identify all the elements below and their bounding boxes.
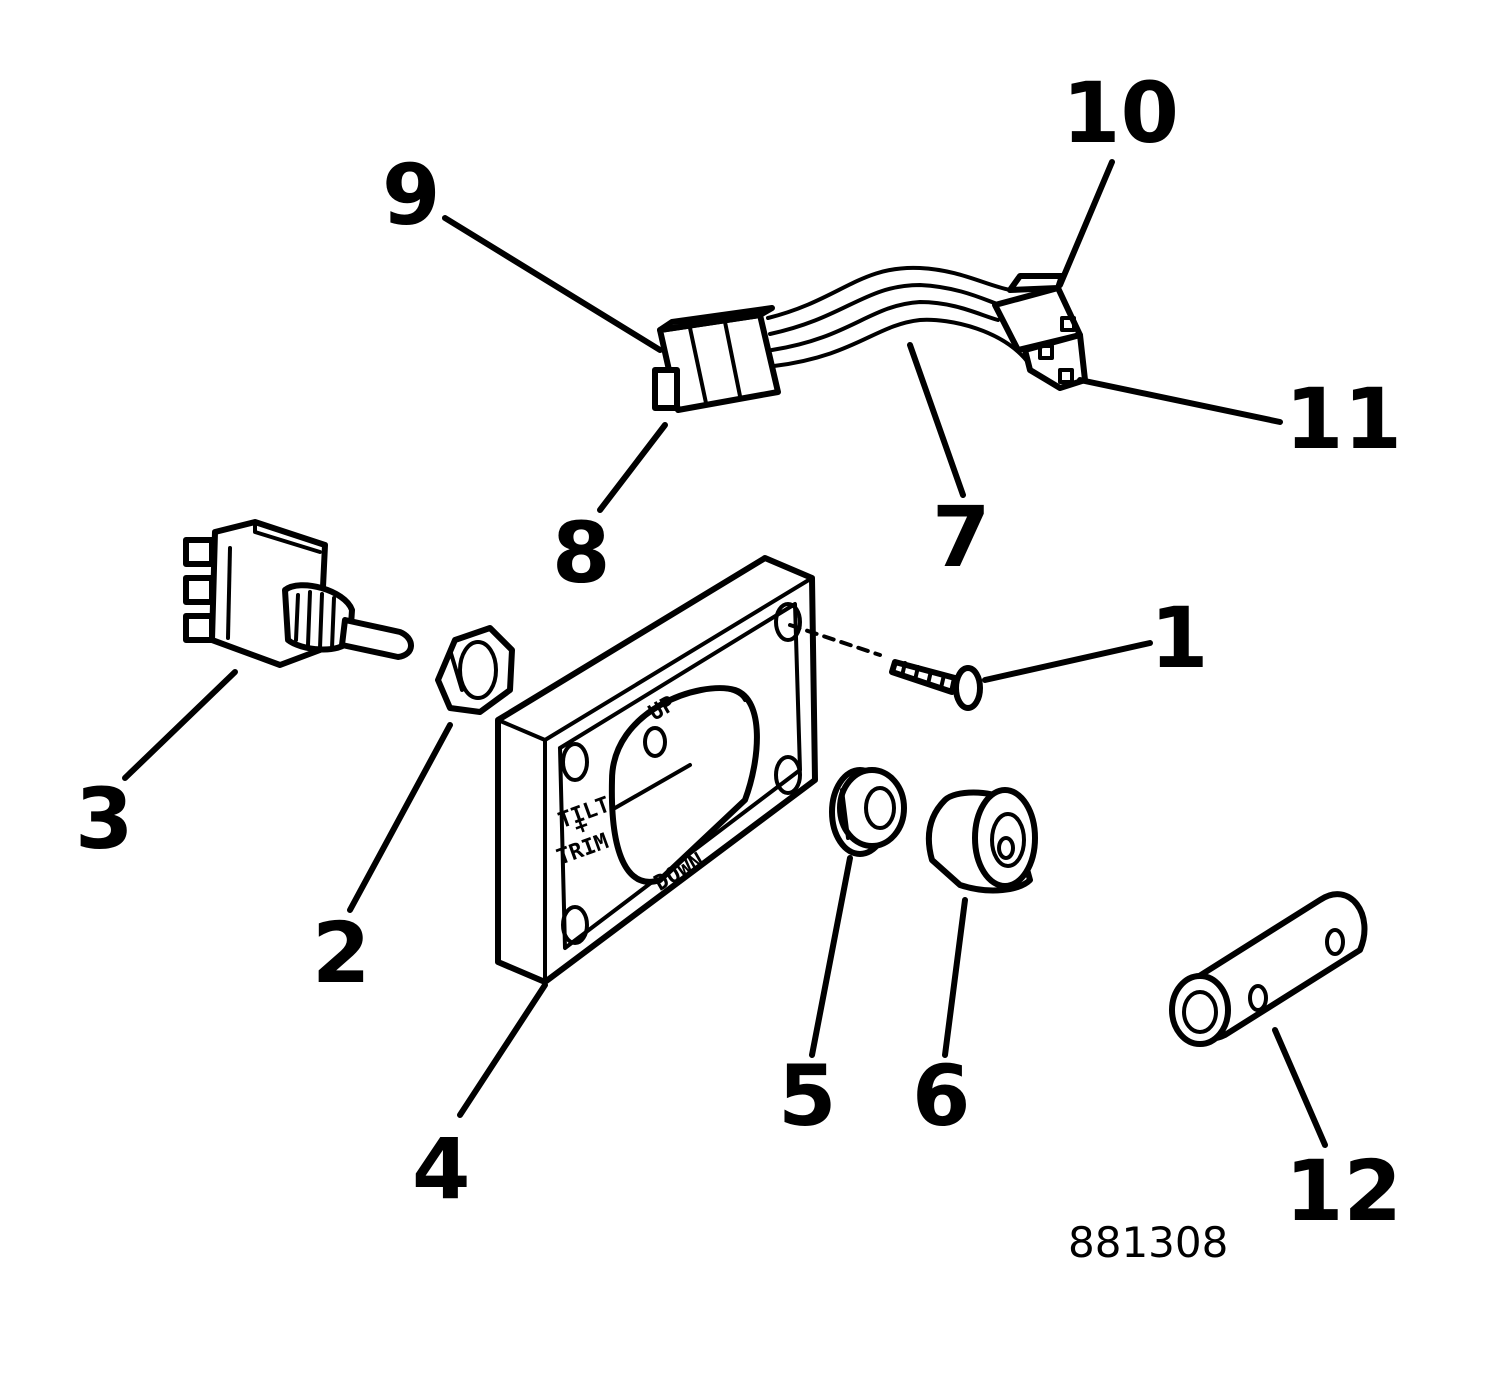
- screw-icon: [788, 623, 983, 711]
- callout-4: 4: [412, 1120, 470, 1218]
- rubber-boot-icon: [925, 787, 1038, 894]
- callout-1: 1: [1150, 589, 1208, 687]
- callout-11: 11: [1285, 370, 1402, 468]
- sleeve-icon: [1169, 891, 1368, 1047]
- callout-7: 7: [932, 488, 990, 586]
- figure-number: 881308: [1068, 1218, 1228, 1267]
- hex-nut-icon: [435, 625, 515, 715]
- callout-6: 6: [912, 1047, 970, 1145]
- callout-9: 9: [382, 146, 440, 244]
- connector-socket-icon: [992, 273, 1088, 391]
- toggle-switch-icon: [183, 519, 414, 668]
- callout-3: 3: [75, 770, 133, 868]
- connector-icon: [652, 305, 781, 413]
- callout-10: 10: [1062, 64, 1179, 162]
- callout-5: 5: [778, 1047, 836, 1145]
- callout-12: 12: [1285, 1142, 1402, 1240]
- leader-lines: [122, 159, 1328, 1148]
- switch-plate-icon: [495, 555, 818, 985]
- knurled-nut-icon: [829, 767, 907, 857]
- wire-harness-icon: [766, 265, 1032, 368]
- callout-8: 8: [552, 504, 610, 602]
- callout-2: 2: [312, 904, 370, 1002]
